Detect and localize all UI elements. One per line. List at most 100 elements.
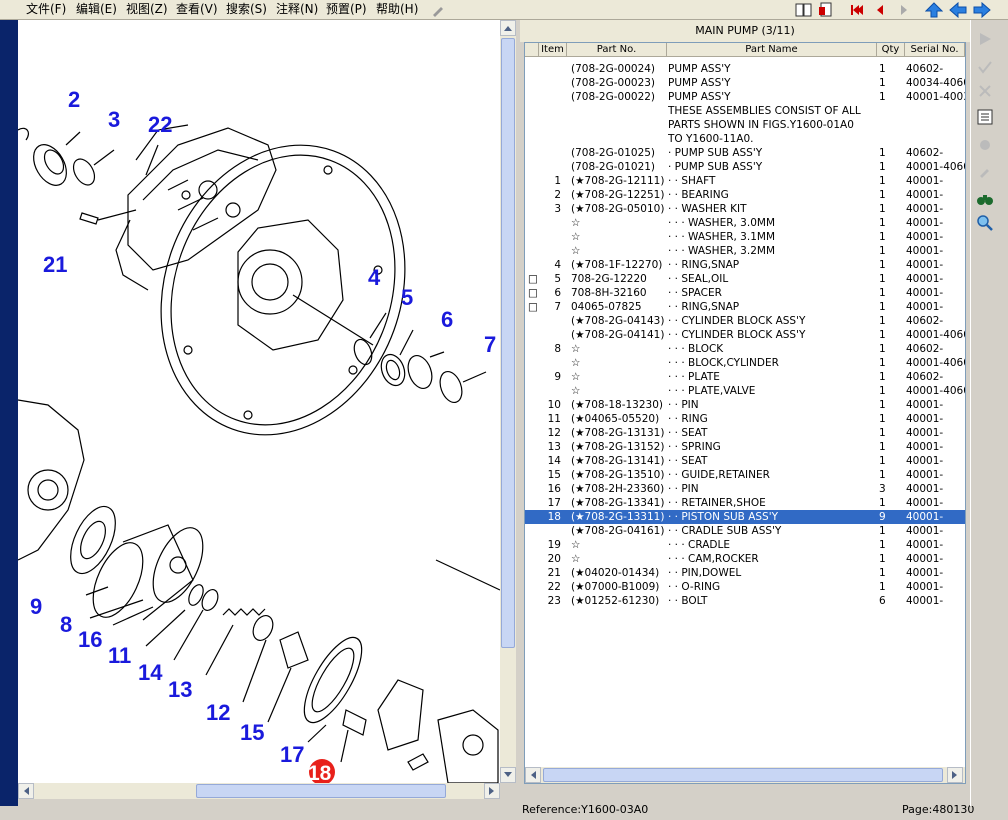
header-qty[interactable]: Qty: [877, 43, 905, 57]
drawing-horizontal-scroll-thumb[interactable]: [196, 784, 446, 798]
menu-edit[interactable]: 编辑(E): [76, 2, 117, 16]
menu-help[interactable]: 帮助(H): [376, 2, 419, 16]
check-icon[interactable]: [974, 56, 996, 78]
pen-icon[interactable]: [428, 1, 448, 19]
up-arrow-icon[interactable]: [924, 1, 944, 19]
header-serial-no[interactable]: Serial No.: [905, 43, 965, 57]
callout-15[interactable]: 15: [240, 720, 264, 745]
tools-icon[interactable]: [974, 134, 996, 156]
table-row[interactable]: PARTS SHOWN IN FIGS.Y1600-01A0: [525, 118, 965, 132]
callout-2[interactable]: 2: [68, 87, 80, 112]
play-icon[interactable]: [974, 28, 996, 50]
menu-file[interactable]: 文件(F): [26, 2, 67, 16]
callout-9[interactable]: 9: [30, 594, 42, 619]
scroll-down-arrow-icon[interactable]: [500, 767, 516, 783]
pane-splitter[interactable]: [516, 20, 520, 806]
print-icon[interactable]: [817, 1, 837, 19]
row-checkbox[interactable]: □: [528, 273, 538, 285]
cross-icon[interactable]: [974, 80, 996, 102]
forward-arrow-icon[interactable]: [972, 1, 992, 19]
callout-22[interactable]: 22: [148, 112, 172, 137]
exploded-parts-drawing[interactable]: 2 3 22 21 4 5 6 7 9 8 16 11 14 13 12 15 …: [18, 20, 500, 783]
table-row[interactable]: TO Y1600-11A0.: [525, 132, 965, 146]
callout-5[interactable]: 5: [401, 285, 413, 310]
drawing-horizontal-scrollbar[interactable]: [18, 783, 500, 799]
row-checkbox[interactable]: □: [528, 301, 538, 313]
magnifier-icon[interactable]: [974, 212, 996, 234]
callout-11[interactable]: 11: [108, 643, 131, 668]
menu-look[interactable]: 查看(V): [176, 2, 218, 16]
table-horizontal-scrollbar[interactable]: [525, 767, 965, 783]
callout-7[interactable]: 7: [484, 332, 496, 357]
header-item[interactable]: Item: [539, 43, 567, 57]
callout-16[interactable]: 16: [78, 627, 102, 652]
back-arrow-icon[interactable]: [948, 1, 968, 19]
callout-14[interactable]: 14: [138, 660, 163, 685]
row-checkbox[interactable]: □: [528, 287, 538, 299]
callout-18-highlight[interactable]: 18: [308, 759, 335, 783]
scroll-left-arrow-icon[interactable]: [18, 783, 34, 799]
menu-annotate[interactable]: 注释(N): [276, 2, 319, 16]
wrench-icon[interactable]: [974, 160, 996, 182]
callout-8[interactable]: 8: [60, 612, 72, 637]
callout-4[interactable]: 4: [368, 265, 381, 290]
prev-page-icon[interactable]: [870, 1, 890, 19]
table-scroll-right-arrow-icon[interactable]: [947, 767, 963, 783]
callout-3[interactable]: 3: [108, 107, 120, 132]
drawing-vertical-scroll-thumb[interactable]: [501, 38, 515, 648]
callout-6[interactable]: 6: [441, 307, 453, 332]
callout-18[interactable]: 18: [308, 762, 332, 783]
next-page-icon[interactable]: [894, 1, 914, 19]
header-part-no[interactable]: Part No.: [567, 43, 667, 57]
first-page-icon[interactable]: [847, 1, 867, 19]
scroll-up-arrow-icon[interactable]: [500, 20, 516, 36]
callout-13[interactable]: 13: [168, 677, 192, 702]
menu-view[interactable]: 视图(Z): [126, 2, 168, 16]
callout-12[interactable]: 12: [206, 700, 230, 725]
table-row[interactable]: THESE ASSEMBLIES CONSIST OF ALL: [525, 104, 965, 118]
drawing-vertical-scrollbar[interactable]: [500, 20, 516, 783]
table-horizontal-scroll-thumb[interactable]: [543, 768, 943, 782]
table-scroll-left-arrow-icon[interactable]: [525, 767, 541, 783]
binoculars-icon[interactable]: [974, 188, 996, 210]
callout-21[interactable]: 21: [43, 252, 67, 277]
header-part-name[interactable]: Part Name: [667, 43, 877, 57]
book-icon[interactable]: [794, 1, 814, 19]
callout-17[interactable]: 17: [280, 742, 304, 767]
